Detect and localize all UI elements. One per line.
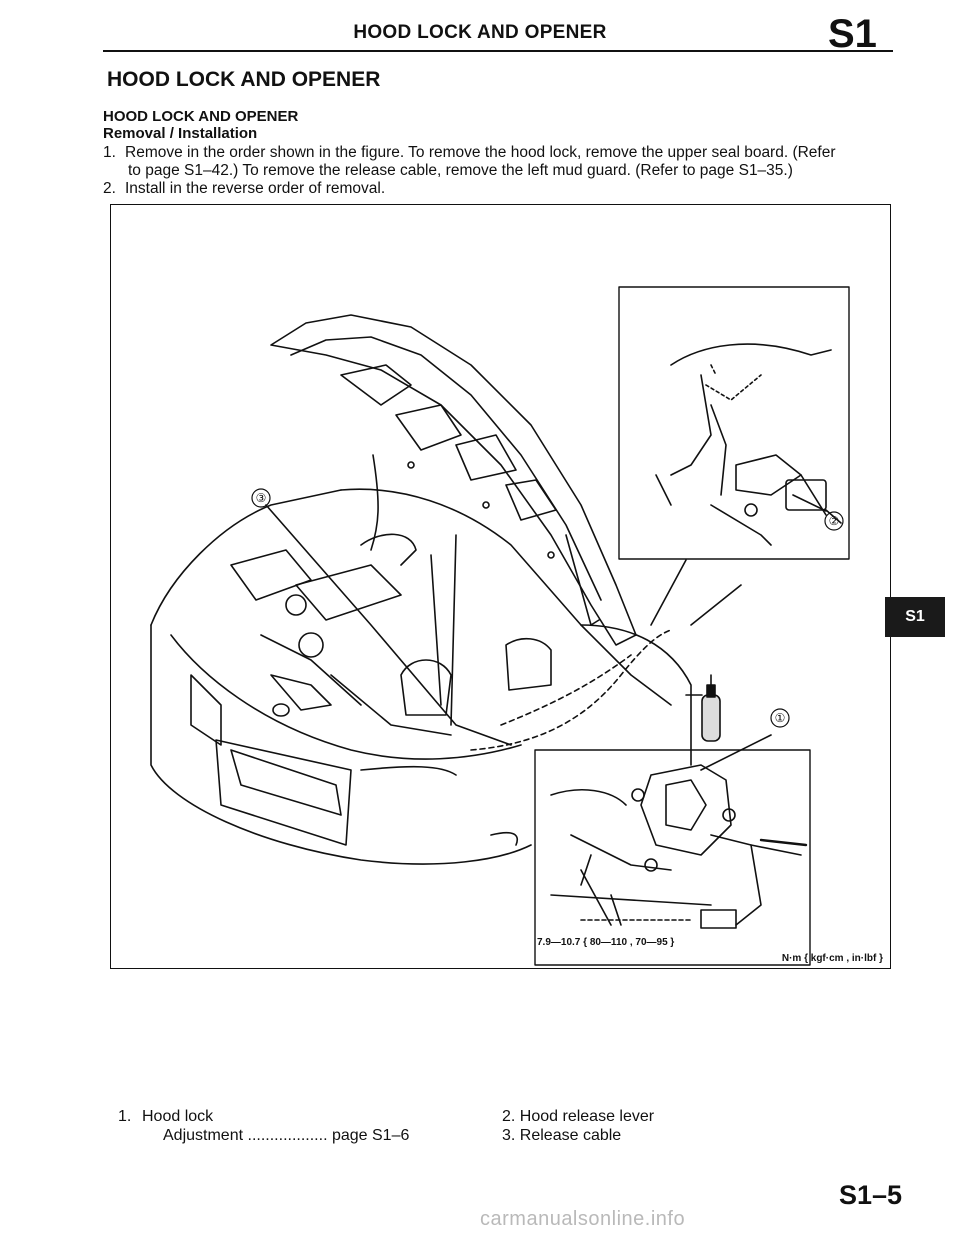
step-1-text: Remove in the order shown in the figure.… bbox=[125, 144, 836, 161]
step-1-continuation: to page S1–42.) To remove the release ca… bbox=[128, 162, 793, 179]
callout-2-circle bbox=[824, 511, 844, 531]
legend-item-1-number: 1. bbox=[118, 1108, 132, 1125]
step-2-text: Install in the reverse order of removal. bbox=[125, 180, 386, 197]
car-body-drawing bbox=[150, 488, 692, 865]
callout-1-leader bbox=[700, 734, 772, 771]
step-1: 1. Remove in the order shown in the figur… bbox=[103, 144, 836, 162]
legend-item-3: 3. Release cable bbox=[502, 1127, 622, 1144]
running-header-title: HOOD LOCK AND OPENER bbox=[353, 22, 607, 43]
step-2: 2. Install in the reverse order of remova… bbox=[103, 180, 385, 198]
callout-1-circle bbox=[770, 708, 790, 728]
inset-hood-lock-location bbox=[618, 286, 850, 560]
callout-2-label: ② bbox=[829, 514, 840, 528]
inset-connector-line-2 bbox=[690, 584, 742, 626]
page-heading: HOOD LOCK AND OPENER bbox=[107, 68, 381, 91]
callout-3-label: ③ bbox=[256, 491, 267, 505]
inset-connector-line bbox=[650, 559, 687, 626]
grease-tube-icon bbox=[685, 674, 721, 742]
callout-3-leader bbox=[265, 504, 512, 746]
legend-item-1-sub-dots: .................. bbox=[247, 1127, 328, 1144]
engine-bay-drawing bbox=[230, 533, 552, 736]
step-1-number: 1. bbox=[103, 144, 116, 161]
hood-lock-illustration: ③ ② ① bbox=[150, 286, 850, 966]
torque-spec: 7.9—10.7 { 80—110 , 70—95 } bbox=[537, 937, 675, 948]
step-2-number: 2. bbox=[103, 180, 116, 197]
hood-lock-figure: ③ ② ① 7.9—10.7 { 80—110 , 70—95 } N·m { … bbox=[110, 204, 891, 969]
section-tab: S1 bbox=[885, 597, 945, 637]
legend-item-2: 2. Hood release lever bbox=[502, 1108, 655, 1125]
legend-item-1-sub: Adjustment .................. page S1–6 bbox=[163, 1126, 409, 1145]
watermark: carmanualsonline.info bbox=[480, 1208, 686, 1230]
sub-heading: HOOD LOCK AND OPENER bbox=[103, 108, 299, 125]
inset-hood-lock-detail bbox=[534, 749, 811, 966]
page-number: S1–5 bbox=[839, 1180, 903, 1210]
section-code: S1 bbox=[828, 12, 877, 56]
callout-2-leader bbox=[792, 494, 827, 512]
legend-item-1-sub-page: page S1–6 bbox=[331, 1127, 410, 1144]
open-hood-drawing bbox=[270, 314, 637, 646]
callout-1-label: ① bbox=[775, 711, 786, 725]
header-rule bbox=[103, 50, 893, 52]
callout-circles bbox=[251, 488, 844, 728]
legend-item-1-sub-label: Adjustment bbox=[163, 1127, 244, 1144]
legend-item-1-label: Hood lock bbox=[142, 1108, 214, 1125]
units-note: N·m { kgf·cm , in·lbf } bbox=[781, 953, 883, 964]
release-cable-route-dashed bbox=[470, 629, 672, 751]
callout-3-circle bbox=[251, 488, 271, 508]
release-cable-route-dashed-2 bbox=[500, 654, 632, 726]
procedure-heading: Removal / Installation bbox=[103, 125, 258, 142]
